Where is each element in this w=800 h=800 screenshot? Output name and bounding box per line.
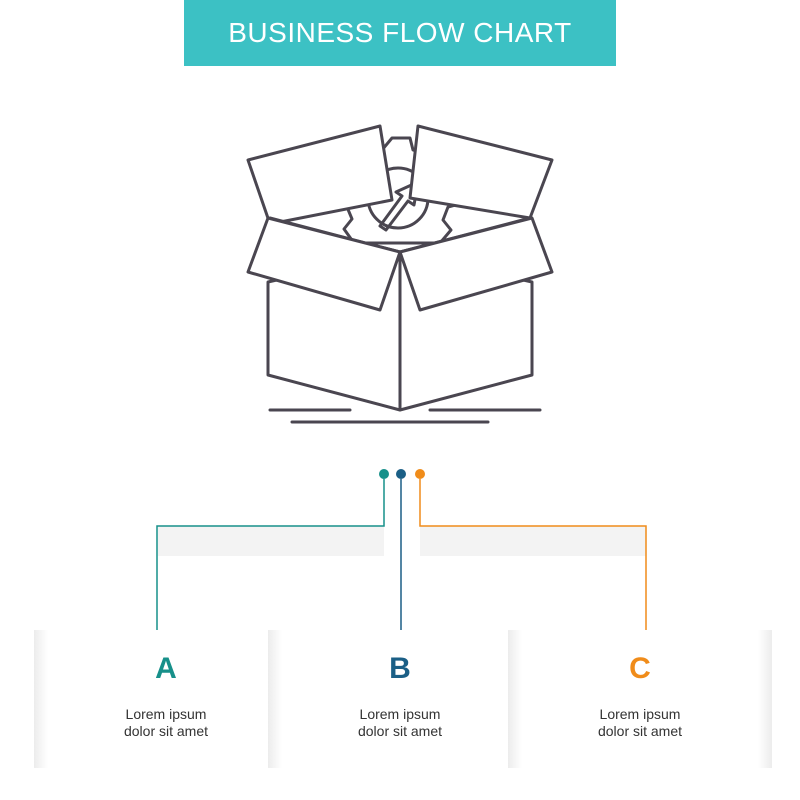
connector-shadow-a [158, 526, 384, 556]
step-text-c-line1: Lorem ipsum [599, 706, 681, 722]
step-text-c: Lorem ipsum dolor sit amet [508, 706, 772, 740]
step-card-c: C Lorem ipsum dolor sit amet [508, 630, 772, 768]
step-letter-c: C [629, 652, 651, 685]
connector-dot-b [396, 469, 406, 479]
title-banner: BUSINESS FLOW CHART [184, 0, 616, 66]
step-letter-a: A [155, 652, 177, 685]
connector-line-c [419, 479, 647, 637]
step-text-b-line1: Lorem ipsum [359, 706, 441, 722]
step-card-b: B Lorem ipsum dolor sit amet [268, 630, 532, 768]
step-text-c-line2: dolor sit amet [597, 723, 683, 739]
step-text-a-line1: Lorem ipsum [125, 706, 207, 722]
connector-dot-c [415, 469, 425, 479]
connector-dot-a [379, 469, 389, 479]
connector-line-a [156, 479, 385, 637]
step-text-a-line2: dolor sit amet [123, 723, 209, 739]
step-text-b: Lorem ipsum dolor sit amet [268, 706, 532, 740]
step-card-a: A Lorem ipsum dolor sit amet [34, 630, 298, 768]
connector-shadow-c [420, 526, 646, 556]
step-letter-b: B [389, 652, 411, 685]
step-text-b-line2: dolor sit amet [357, 723, 443, 739]
step-text-a: Lorem ipsum dolor sit amet [34, 706, 298, 740]
page-title: BUSINESS FLOW CHART [228, 17, 572, 48]
open-box-gear-arrow-icon [246, 124, 554, 424]
